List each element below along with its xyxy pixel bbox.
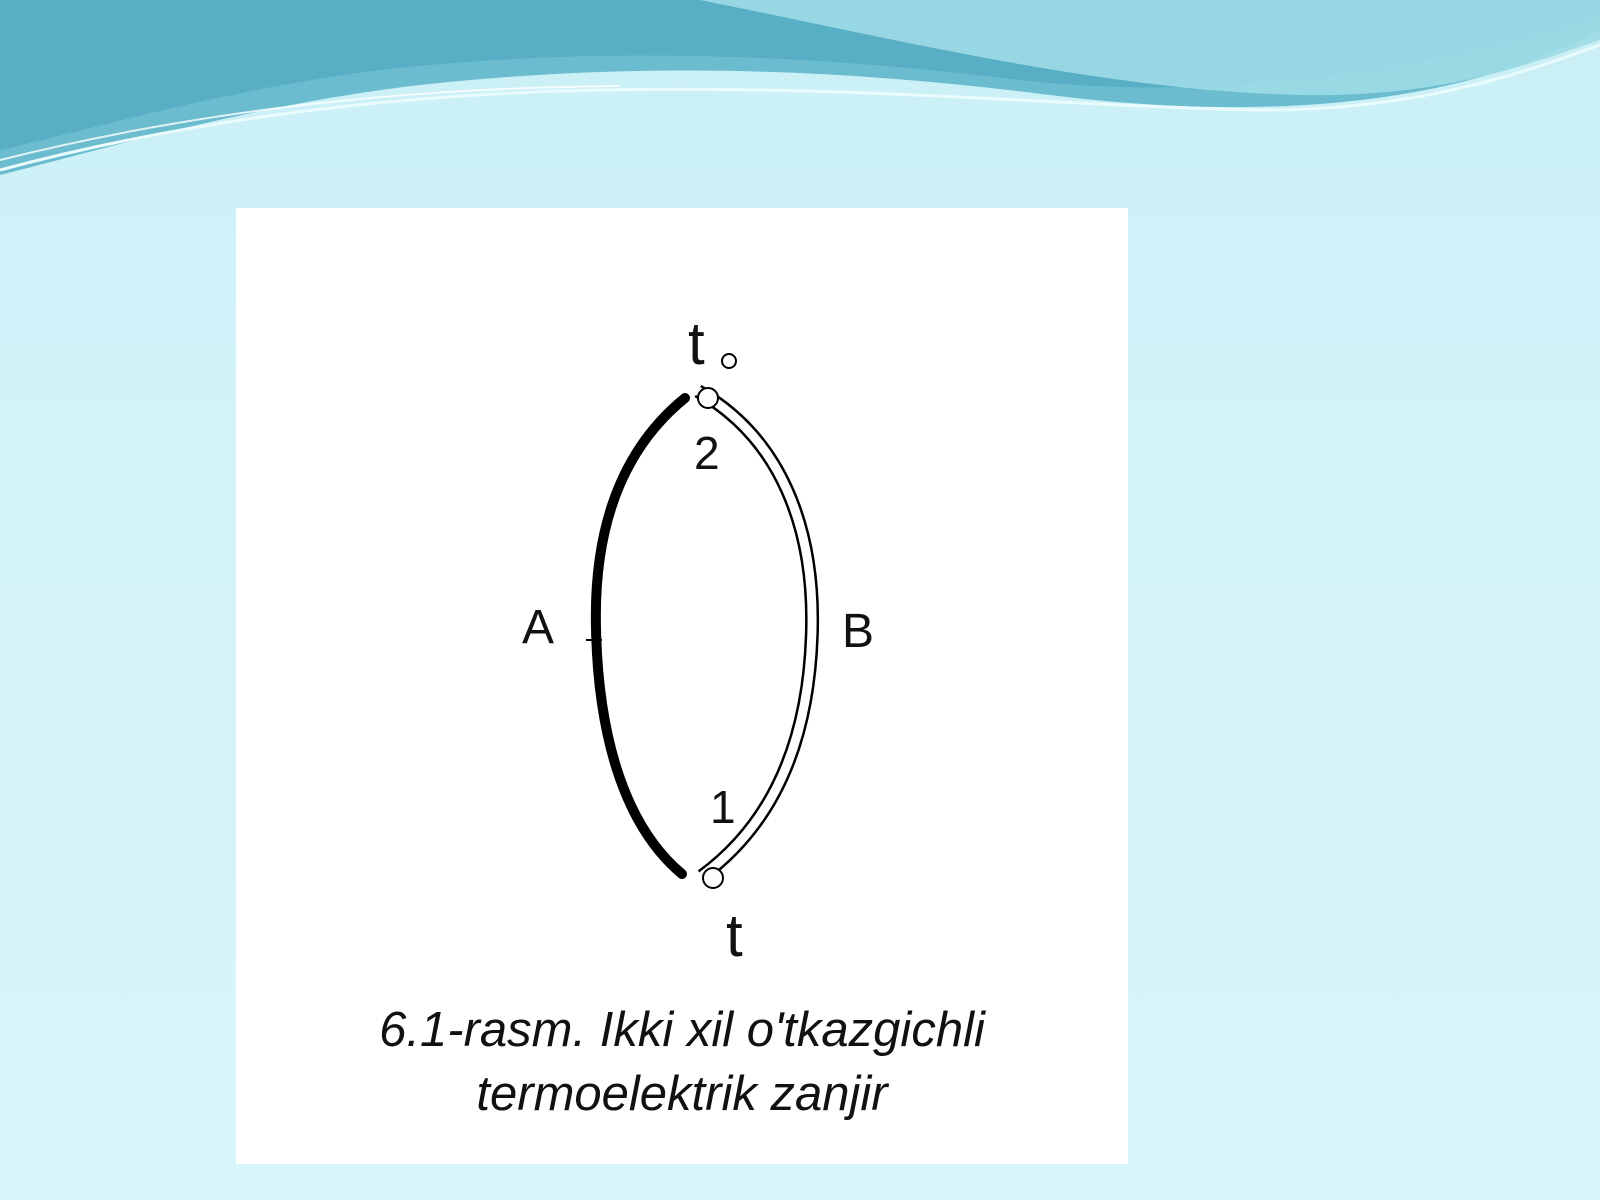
junction-2-marker: [697, 387, 719, 409]
junction-1-marker: [702, 867, 724, 889]
conductor-b-wire-inner: [695, 387, 817, 880]
bottom-temperature-label: t: [726, 902, 743, 969]
conductor-b-label: B: [842, 605, 875, 658]
figure-panel: t 2 A B 1 t 6.1-rasm. Ikki xil o'tkazgic…: [236, 208, 1128, 1164]
conductor-a-wire: [590, 393, 690, 879]
junction-1-label: 1: [710, 781, 736, 833]
figure-caption: 6.1-rasm. Ikki xil o'tkazgichli termoele…: [236, 998, 1128, 1126]
temperature-subscript-circle: [721, 353, 737, 369]
thermocouple-diagram: [586, 353, 820, 889]
junction-2-label: 2: [694, 427, 720, 479]
header-wave-decoration: [0, 0, 1600, 175]
conductor-a-label: A: [522, 601, 555, 654]
caption-line-1: 6.1-rasm. Ikki xil o'tkazgichli: [379, 1003, 985, 1057]
caption-line-2: termoelektrik zanjir: [476, 1067, 888, 1121]
top-temperature-label: t: [688, 310, 705, 377]
